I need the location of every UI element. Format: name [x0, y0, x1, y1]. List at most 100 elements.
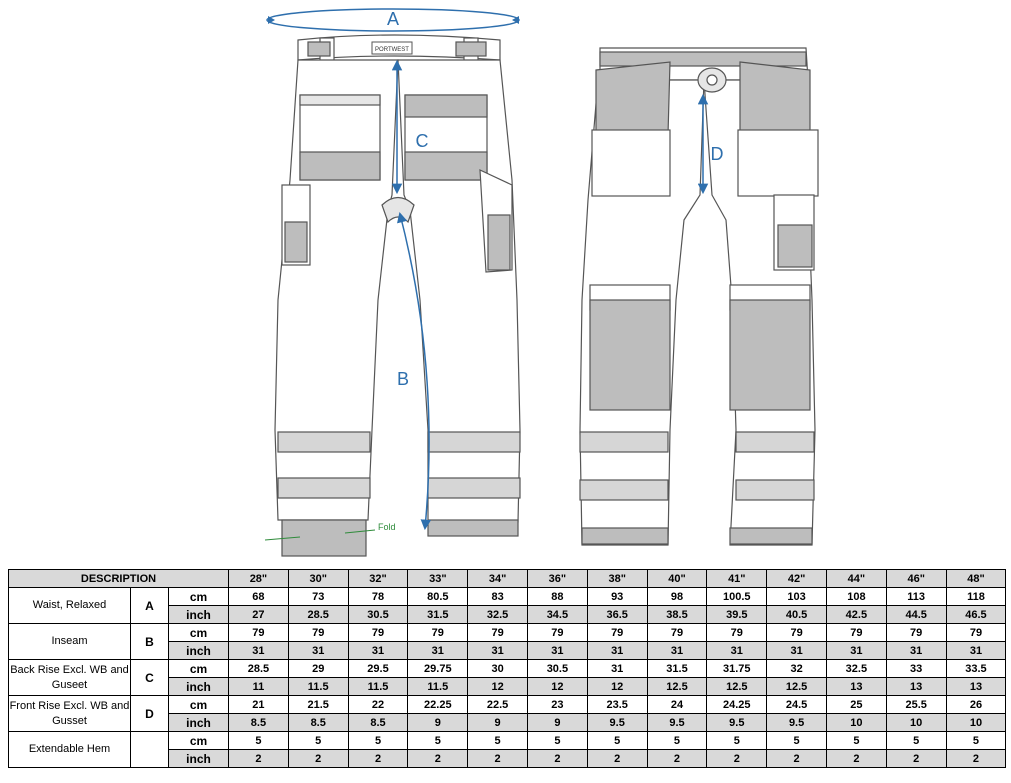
measurement-value: 79: [586, 623, 648, 642]
measurement-value: 2: [766, 749, 827, 768]
measurement-value: 79: [885, 623, 947, 642]
measurement-value: 79: [646, 623, 708, 642]
measurement-value: 83: [467, 587, 528, 606]
measurement-value: 9: [527, 713, 588, 732]
measurement-value: 21: [228, 695, 289, 714]
measurement-value: 31: [646, 641, 708, 660]
measurement-value: 5: [825, 731, 887, 750]
measurement-value: 24.5: [766, 695, 827, 714]
measurement-letter: C: [130, 659, 169, 696]
measurement-value: 11.5: [407, 677, 469, 696]
measurement-value: 23.5: [586, 695, 648, 714]
measurement-value: 31: [228, 641, 289, 660]
measurement-value: 79: [228, 623, 289, 642]
measurement-value: 108: [825, 587, 887, 606]
unit-label: inch: [167, 749, 230, 768]
measurement-value: 33.5: [945, 659, 1007, 678]
measurement-value: 80.5: [407, 587, 469, 606]
measurement-description: Front Rise Excl. WB and Gusset: [8, 695, 131, 732]
size-header: 41": [706, 569, 768, 588]
size-header: 42": [766, 569, 827, 588]
measurement-value: 13: [885, 677, 947, 696]
measurement-value: 5: [646, 731, 708, 750]
measurement-value: 2: [287, 749, 349, 768]
size-header: 44": [825, 569, 887, 588]
measurement-value: 10: [885, 713, 947, 732]
measurement-value: 34.5: [527, 605, 588, 624]
measurement-value: 5: [885, 731, 947, 750]
measurement-value: 5: [945, 731, 1007, 750]
measurement-value: 33: [885, 659, 947, 678]
measurement-value: 113: [885, 587, 947, 606]
unit-label: inch: [167, 713, 230, 732]
size-header: 33": [407, 569, 469, 588]
measurement-value: 2: [228, 749, 289, 768]
measurement-value: 79: [706, 623, 768, 642]
measurement-value: 31: [407, 641, 469, 660]
measurement-value: 22.5: [467, 695, 528, 714]
measurement-value: 28.5: [228, 659, 289, 678]
measurement-value: 118: [945, 587, 1007, 606]
unit-label: inch: [167, 677, 230, 696]
measurement-value: 30.5: [527, 659, 588, 678]
measurement-value: 32: [766, 659, 827, 678]
measurement-value: 9.5: [766, 713, 827, 732]
measurement-value: 79: [825, 623, 887, 642]
measurement-value: 8.5: [228, 713, 289, 732]
measurement-value: 30.5: [347, 605, 409, 624]
measurement-value: 31.75: [706, 659, 768, 678]
fold-line-right: [344, 529, 376, 534]
size-header: 48": [945, 569, 1007, 588]
unit-label: cm: [167, 731, 230, 750]
measurement-value: 24.25: [706, 695, 768, 714]
measurement-value: 11.5: [287, 677, 349, 696]
measurement-value: 93: [586, 587, 648, 606]
measurement-value: 31: [467, 641, 528, 660]
unit-label: cm: [167, 623, 230, 642]
measurement-value: 103: [766, 587, 827, 606]
measurement-value: 26: [945, 695, 1007, 714]
measurement-value: 5: [228, 731, 289, 750]
trouser-measurement-diagram: PORTWEST A C B Fold: [264, 8, 819, 557]
measurement-value: 5: [467, 731, 528, 750]
label-c: C: [416, 131, 429, 151]
measurement-value: 5: [407, 731, 469, 750]
measurement-value: 79: [467, 623, 528, 642]
measurement-value: 42.5: [825, 605, 887, 624]
measurement-description: Inseam: [8, 623, 131, 660]
measurement-value: 31: [706, 641, 768, 660]
description-header: DESCRIPTION: [7, 569, 230, 588]
size-header: 38": [586, 569, 648, 588]
measurement-value: 24: [646, 695, 708, 714]
size-header: 40": [646, 569, 708, 588]
label-b: B: [397, 369, 409, 389]
back-view-trousers: [274, 34, 521, 557]
measurement-value: 2: [467, 749, 528, 768]
label-a: A: [387, 9, 399, 29]
measurement-value: 31: [586, 659, 648, 678]
measurement-value: 5: [586, 731, 648, 750]
measurement-value: 2: [706, 749, 768, 768]
measurement-value: 5: [347, 731, 409, 750]
measurement-value: 2: [586, 749, 648, 768]
size-header: 28": [228, 569, 289, 588]
measurement-description: Extendable Hem: [8, 731, 131, 768]
measurement-value: 22.25: [407, 695, 469, 714]
measurement-value: 79: [407, 623, 469, 642]
measurement-value: 2: [527, 749, 588, 768]
fold-label: Fold: [378, 522, 396, 532]
measurement-value: 78: [347, 587, 409, 606]
measurement-value: 29.5: [347, 659, 409, 678]
measurement-value: 29.75: [407, 659, 469, 678]
measurement-value: 2: [885, 749, 947, 768]
size-header: 34": [467, 569, 528, 588]
size-chart-table: DESCRIPTION 28"30"32"33"34"36"38"40"41"4…: [7, 569, 1007, 768]
measurement-value: 40.5: [766, 605, 827, 624]
measurement-value: 12: [586, 677, 648, 696]
measurement-value: 11: [228, 677, 289, 696]
